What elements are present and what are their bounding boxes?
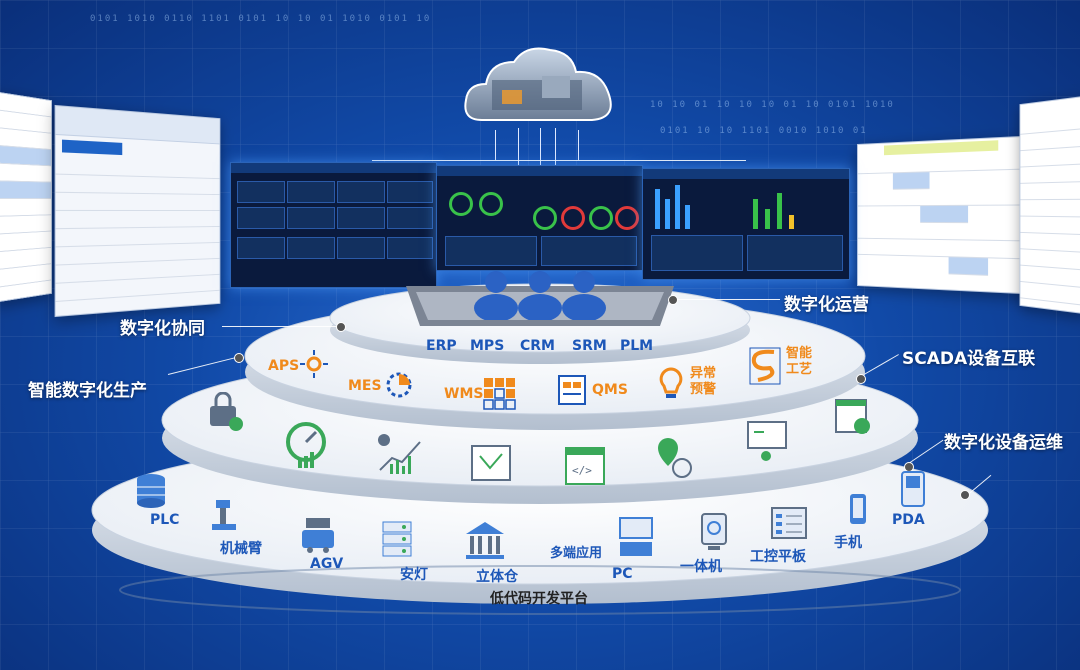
alert-label-line2: 预警 bbox=[690, 382, 717, 397]
system-label-crm: CRM bbox=[520, 338, 555, 354]
smart-craft-line1: 智能 bbox=[786, 346, 813, 361]
bottom-right-dot bbox=[960, 490, 970, 500]
robot-arm-icon bbox=[212, 500, 236, 530]
multi-app-label: 多端应用 bbox=[550, 546, 603, 561]
dashboard-screen-1 bbox=[230, 162, 437, 288]
smart-craft-line2: 工艺 bbox=[786, 362, 813, 377]
lock-shield-icon bbox=[210, 392, 243, 431]
cloud-connector bbox=[578, 130, 579, 160]
cloud-connector bbox=[518, 128, 519, 168]
calendar-checklist-icon bbox=[835, 399, 870, 434]
system-label-plm: PLM bbox=[620, 338, 654, 354]
system-label-srm: SRM bbox=[572, 338, 607, 354]
trend-chart-icon bbox=[378, 434, 421, 474]
wms-boxes-icon bbox=[483, 378, 516, 410]
phone-icon bbox=[850, 494, 866, 524]
warehouse-building-icon bbox=[466, 522, 504, 559]
cloud-connector bbox=[495, 130, 496, 160]
all-in-one-icon bbox=[701, 513, 727, 550]
smart-production-label: 智能数字化生产 bbox=[28, 381, 147, 401]
tablet-label: 工控平板 bbox=[750, 549, 806, 565]
cloud-connector bbox=[555, 128, 556, 168]
system-label-erp: ERP bbox=[426, 338, 457, 354]
smart-craft-label: 智能 工艺 bbox=[786, 346, 812, 378]
plc-label: PLC bbox=[150, 512, 180, 528]
system-label-mps: MPS bbox=[470, 338, 505, 354]
alert-label: 异常 预警 bbox=[690, 366, 716, 398]
svg-text:</>: </> bbox=[572, 464, 592, 477]
mes-gear-icon bbox=[386, 372, 412, 398]
dashboard-screen-2 bbox=[436, 165, 643, 271]
database-icon bbox=[137, 474, 165, 508]
robot-arm-label: 机械臂 bbox=[220, 541, 262, 557]
digital-collab-dot bbox=[336, 322, 346, 332]
low-code-platform-label: 低代码开发平台 bbox=[490, 591, 588, 607]
smart-craft-icon bbox=[749, 347, 781, 385]
scada-dot bbox=[856, 374, 866, 384]
device-maintenance-label: 数字化设备运维 bbox=[944, 433, 1063, 453]
binary-decoration: 10 10 01 10 10 10 01 10 0101 1010 bbox=[650, 100, 895, 110]
binary-decoration: 0101 10 10 1101 0010 1010 01 bbox=[660, 126, 868, 136]
scada-label: SCADA设备互联 bbox=[902, 349, 1036, 369]
cloud-hub-line bbox=[372, 160, 746, 161]
alert-bulb-icon bbox=[659, 367, 683, 398]
digital-ops-leader bbox=[676, 299, 780, 300]
map-pin-icon bbox=[658, 438, 692, 478]
blueprint-icon bbox=[471, 445, 511, 481]
binary-decoration: 0101 1010 0110 1101 0101 10 10 01 1010 0… bbox=[90, 14, 432, 24]
qms-label: QMS bbox=[592, 382, 628, 398]
cloud-connector bbox=[540, 128, 541, 170]
agv-icon bbox=[302, 518, 334, 553]
agv-label: AGV bbox=[310, 556, 344, 572]
qms-clipboard-icon bbox=[558, 375, 586, 405]
aps-label: APS bbox=[268, 358, 300, 374]
pc-monitor-icon bbox=[619, 517, 653, 556]
digital-collab-leader bbox=[222, 326, 342, 327]
mes-label: MES bbox=[348, 378, 382, 394]
warehouse-label: 立体仓 bbox=[476, 569, 518, 585]
dashboard-screen-3 bbox=[642, 168, 850, 280]
digital-ops-dot bbox=[668, 295, 678, 305]
aps-gear-icon bbox=[300, 350, 328, 378]
andon-server-icon bbox=[382, 521, 412, 557]
code-window-icon: </> bbox=[565, 447, 605, 485]
cloud-factory-image bbox=[464, 47, 612, 121]
pda-label: PDA bbox=[892, 512, 925, 528]
all-in-one-label: 一体机 bbox=[680, 559, 722, 575]
phone-label: 手机 bbox=[834, 535, 862, 551]
wms-label: WMS bbox=[444, 386, 484, 402]
digital-collab-label: 数字化协同 bbox=[120, 319, 205, 339]
pc-label: PC bbox=[612, 566, 633, 582]
speed-gauge-icon bbox=[286, 422, 326, 468]
industrial-tablet-icon bbox=[771, 507, 807, 539]
alert-label-line1: 异常 bbox=[690, 366, 717, 381]
andon-label: 安灯 bbox=[400, 567, 428, 583]
smart-production-dot bbox=[234, 353, 244, 363]
presentation-board-icon bbox=[747, 421, 787, 461]
digital-ops-label: 数字化运营 bbox=[784, 295, 869, 315]
people-group-icon bbox=[474, 271, 606, 320]
pda-icon bbox=[901, 471, 925, 507]
